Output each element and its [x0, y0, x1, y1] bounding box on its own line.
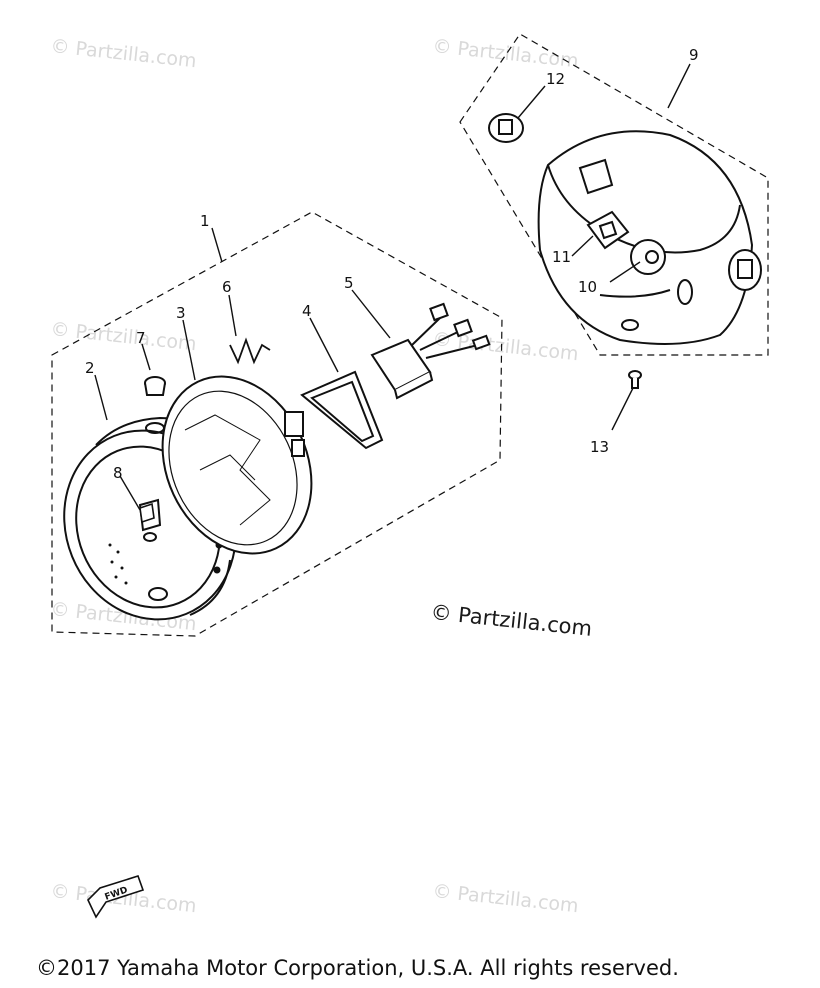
part-10-grommet — [630, 239, 666, 275]
copyright-notice: ©2017 Yamaha Motor Corporation, U.S.A. A… — [36, 956, 679, 980]
callout-7: 7 — [136, 329, 146, 347]
callout-5: 5 — [344, 274, 354, 292]
part-5-socket-cord — [370, 302, 491, 400]
callout-3: 3 — [176, 304, 186, 322]
watermark-text: © Partzilla.com — [431, 35, 579, 72]
part-8-bracket — [139, 502, 155, 524]
part-6-spring — [229, 337, 271, 365]
callout-8: 8 — [113, 464, 123, 482]
part-7-grommet — [144, 376, 166, 396]
part-4-gasket — [300, 370, 384, 450]
callout-4: 4 — [302, 302, 312, 320]
watermark-text: © Partzilla.com — [49, 318, 197, 355]
callout-13: 13 — [590, 438, 609, 456]
callout-11: 11 — [552, 248, 571, 266]
callout-1: 1 — [200, 212, 210, 230]
callout-6: 6 — [222, 278, 232, 296]
part-13-screw — [628, 370, 642, 389]
part-9-headlight-housing — [537, 130, 762, 345]
housing-9-dashed-outline — [459, 33, 769, 356]
callout-2: 2 — [85, 359, 95, 377]
watermark-text: © Partzilla.com — [431, 880, 579, 917]
leader-lines — [94, 63, 691, 511]
part-12-grommet — [488, 113, 524, 143]
part-11-grommet — [586, 210, 630, 250]
callout-10: 10 — [578, 278, 597, 296]
part-3-headlight-lens — [161, 375, 313, 555]
rim-dot-pattern — [108, 543, 128, 585]
watermark-text: © Partzilla.com — [49, 35, 197, 72]
callout-9: 9 — [689, 46, 699, 64]
callout-labels: 1 2 3 4 5 6 7 8 9 10 11 12 13 — [85, 46, 699, 482]
callout-12: 12 — [546, 70, 565, 88]
